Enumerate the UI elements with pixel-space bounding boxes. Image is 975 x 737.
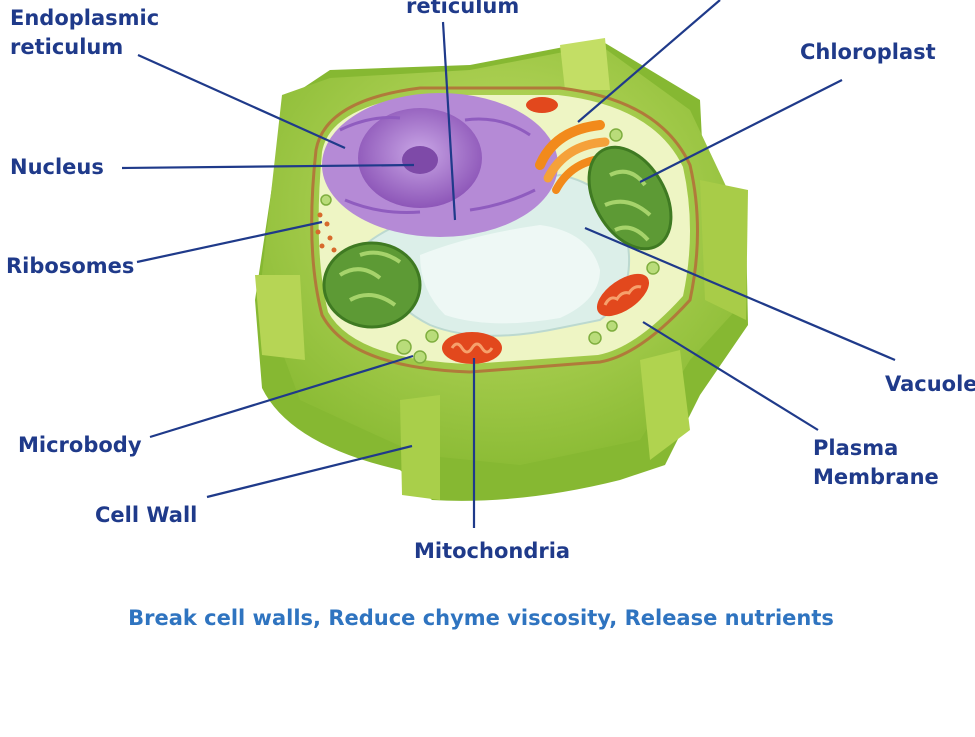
label-smooth-er: Endoplasmic reticulum [10, 4, 159, 62]
chloroplast [324, 243, 420, 327]
mitochondrion [526, 97, 558, 113]
label-nucleus: Nucleus [10, 153, 104, 182]
label-cell-wall: Cell Wall [95, 501, 197, 530]
cell-wall-ridge [700, 180, 748, 320]
cell-wall-ridge [255, 275, 305, 360]
label-microbody: Microbody [18, 431, 142, 460]
label-ribosomes: Ribosomes [6, 252, 134, 281]
mitochondrion [442, 332, 502, 364]
nucleolus [402, 146, 438, 174]
label-vacuole: Vacuole [885, 370, 975, 399]
label-chloroplast: Chloroplast [800, 38, 936, 67]
leader-line-cell-wall [207, 446, 412, 497]
cell-wall-ridge [560, 38, 610, 90]
label-mitochondria: Mitochondria [414, 537, 570, 566]
label-rough-er: reticulum [406, 0, 519, 21]
caption: Break cell walls, Reduce chyme viscosity… [0, 606, 962, 630]
label-plasma-membrane: Plasma Membrane [813, 434, 939, 492]
